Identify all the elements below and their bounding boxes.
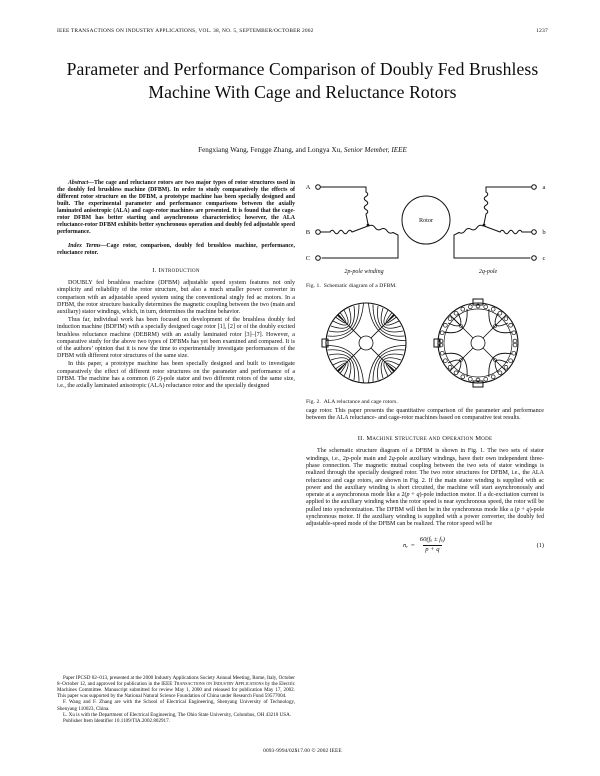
terminal-label-B: B <box>306 229 311 236</box>
abstract-text: The cage and reluctance rotors are two m… <box>57 180 295 236</box>
symbol-p-plus-q-1: p <box>406 492 410 499</box>
equation-lhs: nr <box>403 541 409 550</box>
page-title: Parameter and Performance Comparison of … <box>66 59 539 103</box>
paragraph-right-1: cage rotor. This paper presents the quan… <box>306 408 544 422</box>
author-names: Fengxiang Wang, Fengge Zhang, and Longya… <box>198 146 344 154</box>
footnote-block: Paper IPCSD 02–013, presented at the 200… <box>57 675 295 724</box>
equation-1: nr = 60(fₐ ± fₑ) p + q (1) <box>306 537 544 554</box>
plus-sign-2: + <box>519 506 527 513</box>
section-number-2: II. <box>357 434 365 442</box>
symbol-q-2: q <box>416 492 420 499</box>
right-2-b: -pole main and 2 <box>348 455 392 462</box>
section-heading-introduction: I. Introduction <box>57 267 295 275</box>
author-membership: Senior Member, IEEE <box>343 146 407 154</box>
right-2-c: -pole auxiliary windings, have their own… <box>306 455 544 499</box>
footnote-line-3: L. Xu is with the Department of Electric… <box>63 711 292 718</box>
copyright-line: 0093-9994/02$17.00 © 2002 IEEE <box>263 748 342 754</box>
index-terms-text: Cage rotor, comparison, doubly fed brush… <box>57 243 295 257</box>
paragraph-intro-3: In this paper, a prototype machine has b… <box>57 361 295 390</box>
symbol-p-3: p <box>516 506 520 513</box>
running-head-journal: IEEE TRANSACTIONS ON INDUSTRY APPLICATIO… <box>57 28 314 34</box>
plus-sign-1: + <box>409 492 417 499</box>
symbol-q-3: q <box>526 506 530 513</box>
right-2-e: )-pole synchronous motor. If the auxilia… <box>306 506 545 528</box>
equation-fraction: 60(fₐ ± fₑ) p + q <box>418 537 447 554</box>
terminal-label-b: b <box>542 229 546 236</box>
figure-2-label: Fig. 2. <box>306 399 321 405</box>
abstract-lead: Abstract— <box>68 180 94 186</box>
footnote-l1-a: Paper IPCSD 02–013, presented at the 200… <box>57 674 295 687</box>
running-head-page-number: 1237 <box>536 28 548 34</box>
symbol-q: q <box>391 455 395 462</box>
section-title: Introduction <box>158 267 200 275</box>
paragraph-intro-3-pre: In this paper, a prototype machine has b… <box>57 361 295 382</box>
terminal-label-C: C <box>306 255 311 262</box>
figure-1-caption: Fig. 1. Schematic diagram of a DFBM. <box>306 283 546 290</box>
author-list: Fengxiang Wang, Fengge Zhang, and Longya… <box>60 146 545 154</box>
figure-2-rotors <box>321 298 519 388</box>
paragraph-intro-2: Thus far, individual work has been focus… <box>57 317 295 360</box>
section-title-2: Machine Structure and Operation Mode <box>366 434 493 442</box>
figure-2-caption-text: ALA reluctance and cage rotors. <box>323 399 398 405</box>
footnote-line-2: F. Wang and F. Zhang are with the School… <box>57 699 295 712</box>
right-column: cage rotor. This paper presents the quan… <box>306 408 544 554</box>
figure-1: A B C a b c Rotor 2p-pole winding 2q-pol… <box>306 180 546 290</box>
figure-2-caption: Fig. 2. ALA reluctance and cage rotors. <box>306 399 546 406</box>
figure-1-label: Fig. 1. <box>306 283 321 289</box>
footnote-line-4: Publisher Item Identifier 10.1109/TIA.20… <box>63 717 170 724</box>
index-terms: Index Terms—Cage rotor, comparison, doub… <box>57 243 295 257</box>
footnote-l1-b: by the Electric Machines Committee. Manu… <box>57 680 295 700</box>
terminal-label-A: A <box>306 184 311 191</box>
paragraph-intro-3-post: )-pole stator and two different rotors o… <box>57 375 296 390</box>
left-column: Abstract—The cage and reluctance rotors … <box>57 180 295 390</box>
abstract: Abstract—The cage and reluctance rotors … <box>57 180 295 236</box>
footnote-l1-journal: Transactions on Industry Applications <box>173 680 264 687</box>
section-number: I. <box>152 267 157 275</box>
equation-1-expression: nr = 60(fₐ ± fₑ) p + q <box>403 537 447 554</box>
equation-numerator: 60(fₐ ± fₑ) <box>419 536 445 544</box>
cage-rotor <box>433 298 519 388</box>
figure-1-schematic: A B C a b c Rotor 2p-pole winding 2q-pol… <box>306 184 546 275</box>
winding-label-right: 2q-pole <box>479 269 498 275</box>
right-2-a: The schematic structure diagram of a DFB… <box>306 448 544 462</box>
ala-reluctance-rotor <box>321 302 407 384</box>
equation-denominator: p + q <box>423 545 442 554</box>
index-terms-lead: Index Terms— <box>68 243 107 250</box>
footnote-line-1: Paper IPCSD 02–013, presented at the 200… <box>57 675 295 700</box>
terminal-label-c: c <box>543 255 546 262</box>
equation-number: (1) <box>536 542 544 550</box>
paragraph-intro-1: DOUBLY fed brushless machine (DFBM) adju… <box>57 280 295 316</box>
symbol-p: p <box>345 455 349 462</box>
section-heading-machine-structure: II. Machine Structure and Operation Mode <box>306 435 544 443</box>
figure-1-caption-text: Schematic diagram of a DFBM. <box>323 283 397 289</box>
winding-label-left: 2p-pole winding <box>344 269 383 275</box>
right-2-d: )-pole induction motor. If a dc-excitati… <box>306 492 545 513</box>
rotor-label: Rotor <box>419 217 433 224</box>
running-head: IEEE TRANSACTIONS ON INDUSTRY APPLICATIO… <box>57 28 548 34</box>
figure-2: Fig. 2. ALA reluctance and cage rotors. <box>306 298 546 406</box>
terminal-label-a: a <box>543 184 546 191</box>
equation-equals: = <box>411 541 415 549</box>
paragraph-right-2: The schematic structure diagram of a DFB… <box>306 448 544 528</box>
pole-pair-expression: 6 2 <box>151 375 160 382</box>
